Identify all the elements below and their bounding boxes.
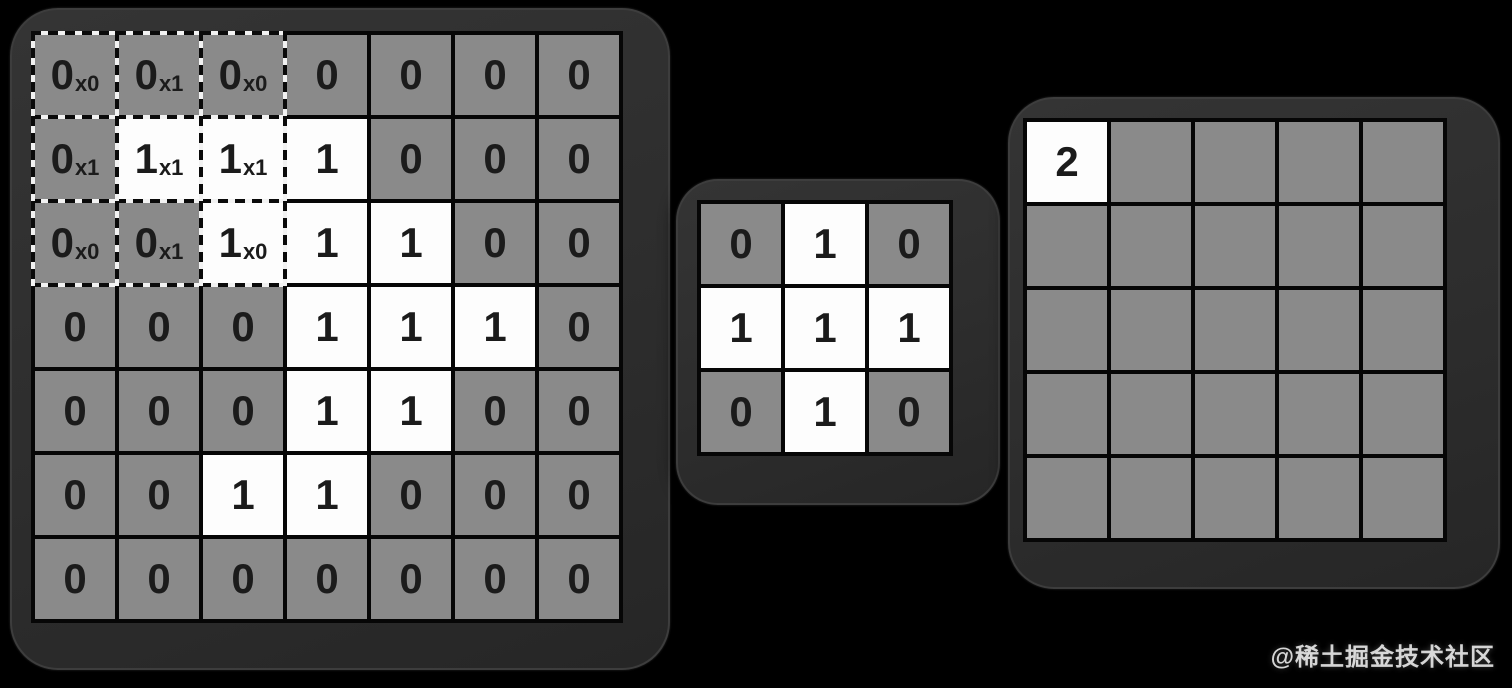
input-feature-map-cell-r5c4: 0 [371, 455, 451, 535]
input-feature-map-cell-r3c4: 1 [371, 287, 451, 367]
output-feature-map-cell-r0c3 [1279, 122, 1359, 202]
input-feature-map-cell-r6c0: 0 [35, 539, 115, 619]
input-feature-map-cell-r5c3: 1 [287, 455, 367, 535]
output-feature-map-cell-r4c0 [1027, 458, 1107, 538]
input-feature-map-cell-r4c3: 1 [287, 371, 367, 451]
input-feature-map-cell-r6c1: 0 [119, 539, 199, 619]
input-feature-map-cell-r3c1: 0 [119, 287, 199, 367]
input-feature-map-cell-r0c6: 0 [539, 35, 619, 115]
output-feature-map-cell-r4c3 [1279, 458, 1359, 538]
input-feature-map-cell-r6c3: 0 [287, 539, 367, 619]
input-feature-map-cell-r1c5: 0 [455, 119, 535, 199]
input-feature-map-cell-r6c4: 0 [371, 539, 451, 619]
input-feature-map-cell-r4c1: 0 [119, 371, 199, 451]
input-feature-map-cell-r3c5: 1 [455, 287, 535, 367]
convolution-kernel-cell-r1c1: 1 [785, 288, 865, 368]
input-feature-map-cell-r2c5: 0 [455, 203, 535, 283]
output-feature-map-cell-r3c4 [1363, 374, 1443, 454]
input-feature-map-cell-r5c0: 0 [35, 455, 115, 535]
output-feature-map-cell-r0c4 [1363, 122, 1443, 202]
input-feature-map-cell-r3c6: 0 [539, 287, 619, 367]
input-feature-map-cell-r1c4: 0 [371, 119, 451, 199]
convolution-kernel-cell-r2c2: 0 [869, 372, 949, 452]
input-feature-map-cell-r5c5: 0 [455, 455, 535, 535]
input-feature-map-cell-r2c3: 1 [287, 203, 367, 283]
output-feature-map-cell-r1c3 [1279, 206, 1359, 286]
convolution-kernel-cell-r0c2: 0 [869, 204, 949, 284]
input-feature-map-cell-r0c4: 0 [371, 35, 451, 115]
output-feature-map-cell-r0c0: 2 [1027, 122, 1107, 202]
output-feature-map-cell-r2c0 [1027, 290, 1107, 370]
output-feature-map-cell-r2c3 [1279, 290, 1359, 370]
output-feature-map-cell-r4c1 [1111, 458, 1191, 538]
input-feature-map-cell-r5c6: 0 [539, 455, 619, 535]
output-feature-map-cell-r4c4 [1363, 458, 1443, 538]
convolution-kernel-cell-r0c1: 1 [785, 204, 865, 284]
output-feature-map-cell-r2c2 [1195, 290, 1275, 370]
input-feature-map-cell-r5c2: 1 [203, 455, 283, 535]
output-feature-map-cell-r1c1 [1111, 206, 1191, 286]
output-feature-map-cell-r4c2 [1195, 458, 1275, 538]
output-feature-map-grid: 2 [1023, 118, 1447, 542]
input-feature-map-cell-r2c6: 0 [539, 203, 619, 283]
input-feature-map-cell-r1c6: 0 [539, 119, 619, 199]
input-feature-map-cell-r6c2: 0 [203, 539, 283, 619]
convolution-kernel-cell-r1c0: 1 [701, 288, 781, 368]
output-feature-map-cell-r3c3 [1279, 374, 1359, 454]
input-feature-map-cell-r4c2: 0 [203, 371, 283, 451]
output-feature-map-cell-r1c2 [1195, 206, 1275, 286]
output-feature-map-cell-r0c2 [1195, 122, 1275, 202]
output-feature-map-cell-r2c1 [1111, 290, 1191, 370]
input-feature-map-cell-r4c4: 1 [371, 371, 451, 451]
output-feature-map-cell-r3c1 [1111, 374, 1191, 454]
convolution-kernel-cell-r0c0: 0 [701, 204, 781, 284]
output-feature-map-cell-r1c4 [1363, 206, 1443, 286]
input-feature-map-cell-r5c1: 0 [119, 455, 199, 535]
convolution-kernel-cell-r1c2: 1 [869, 288, 949, 368]
input-feature-map-cell-r3c3: 1 [287, 287, 367, 367]
input-feature-map-cell-r6c5: 0 [455, 539, 535, 619]
output-feature-map-cell-r2c4 [1363, 290, 1443, 370]
input-feature-map-cell-r0c5: 0 [455, 35, 535, 115]
input-feature-map-cell-r4c6: 0 [539, 371, 619, 451]
input-feature-map-cell-r1c3: 1 [287, 119, 367, 199]
input-feature-map-cell-r3c0: 0 [35, 287, 115, 367]
output-feature-map-cell-r1c0 [1027, 206, 1107, 286]
input-feature-map-cell-r3c2: 0 [203, 287, 283, 367]
input-feature-map-cell-r0c3: 0 [287, 35, 367, 115]
input-feature-map-cell-r2c4: 1 [371, 203, 451, 283]
watermark: @稀土掘金技术社区 [1270, 644, 1495, 671]
output-feature-map-cell-r3c2 [1195, 374, 1275, 454]
output-feature-map-card: 2 [1008, 97, 1500, 589]
input-feature-map-cell-r4c5: 0 [455, 371, 535, 451]
input-feature-map-cell-r6c6: 0 [539, 539, 619, 619]
input-feature-map-cell-r4c0: 0 [35, 371, 115, 451]
output-feature-map-cell-r3c0 [1027, 374, 1107, 454]
convolution-kernel-cell-r2c0: 0 [701, 372, 781, 452]
output-feature-map-cell-r0c1 [1111, 122, 1191, 202]
convolution-kernel-cell-r2c1: 1 [785, 372, 865, 452]
